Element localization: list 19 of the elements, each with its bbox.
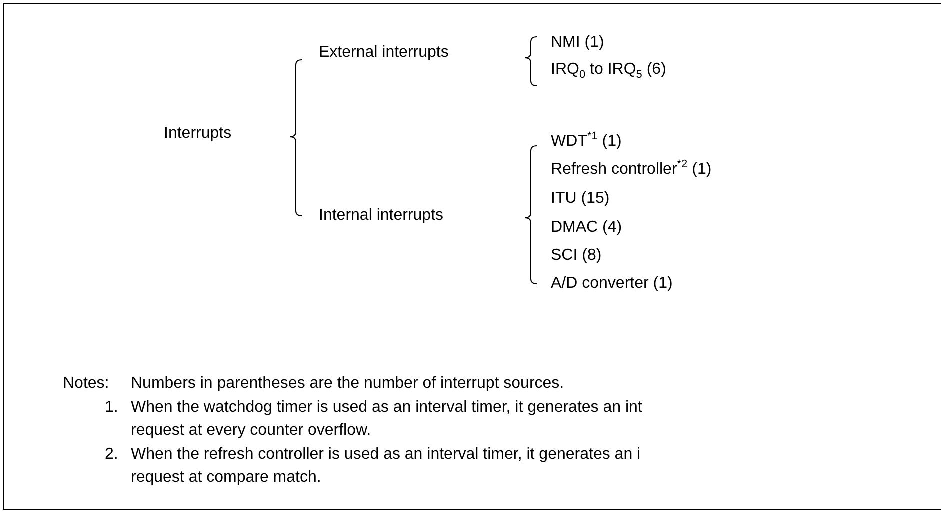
source-label: WDT$^{*1}$ (1) xyxy=(551,132,622,152)
note-text: request at every counter overflow. xyxy=(131,421,372,441)
note-number: 1. xyxy=(105,398,118,418)
source-label: SCI (8) xyxy=(551,246,602,266)
source-label: Refresh controller$^{*2}$ (1) xyxy=(551,160,712,180)
note-text: request at compare match. xyxy=(131,468,322,488)
note-text: Numbers in parentheses are the number of interrupt sources. xyxy=(131,374,564,394)
source-label: DMAC (4) xyxy=(551,218,622,238)
source-label: A/D converter (1) xyxy=(551,274,673,294)
notes-heading: Notes: xyxy=(63,374,110,394)
category-label: Internal interrupts xyxy=(319,206,444,226)
note-text: When the refresh controller is used as an interval timer, it generates an i xyxy=(131,445,641,465)
category-label: External interrupts xyxy=(319,43,449,63)
note-text: When the watchdog timer is used as an interval timer, it generates an int xyxy=(131,398,642,418)
source-label: IRQ$_{0}$ to IRQ$_{5}$ (6) xyxy=(551,60,666,80)
root-category-label: Interrupts xyxy=(164,124,232,144)
source-label: NMI (1) xyxy=(551,33,604,53)
note-number: 2. xyxy=(105,445,118,465)
source-label: ITU (15) xyxy=(551,189,610,209)
